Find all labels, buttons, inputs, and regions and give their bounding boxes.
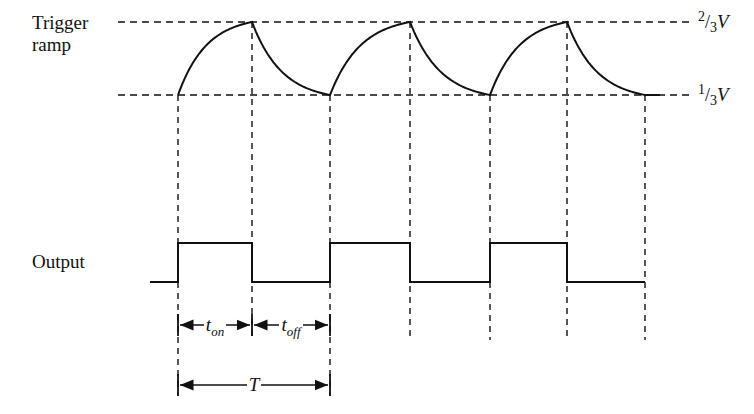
timing-guides bbox=[178, 22, 645, 395]
level-label: 2/3V bbox=[696, 11, 731, 33]
guide-line bbox=[251, 22, 252, 340]
dimension-ticks bbox=[178, 314, 330, 396]
tick bbox=[329, 314, 331, 336]
guide-line bbox=[409, 22, 410, 340]
lower-threshold bbox=[118, 94, 690, 96]
signal-name: Output bbox=[30, 251, 87, 273]
output-square-wave bbox=[150, 243, 645, 282]
tick bbox=[329, 374, 331, 396]
tick bbox=[177, 374, 179, 396]
period-label: T bbox=[247, 374, 262, 396]
guide-line bbox=[566, 22, 567, 340]
tick bbox=[177, 314, 179, 336]
level-label: 1/3V bbox=[696, 84, 731, 106]
guide-line bbox=[489, 95, 490, 340]
time-label: ton bbox=[204, 314, 226, 336]
guide-line bbox=[644, 95, 645, 340]
signal-name: Trigger ramp bbox=[30, 12, 108, 56]
tick bbox=[251, 314, 253, 336]
time-label: toff bbox=[279, 314, 302, 336]
trigger-ramp-curve bbox=[178, 22, 660, 95]
threshold-lines bbox=[118, 22, 690, 95]
